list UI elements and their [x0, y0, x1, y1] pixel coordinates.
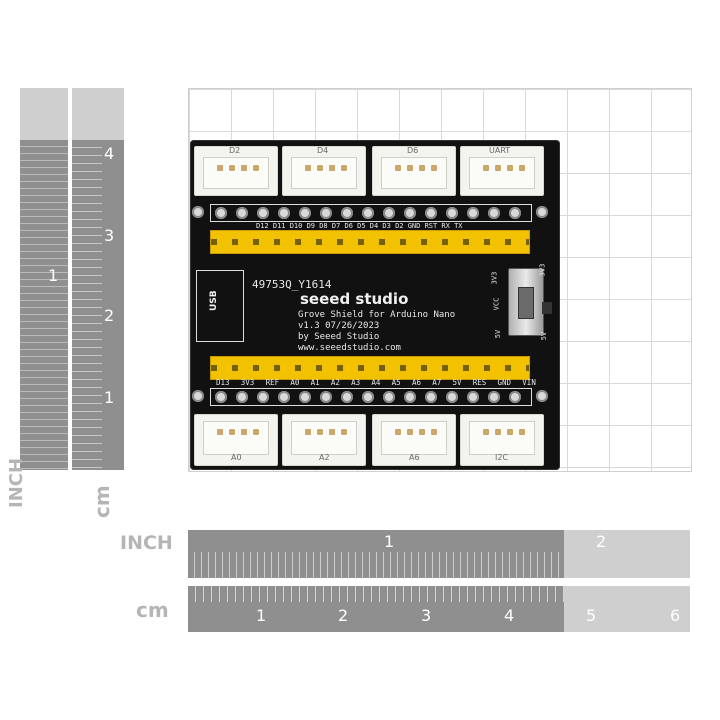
- grove-connector-uart: UART: [460, 146, 544, 196]
- h-cm-number-5: 5: [586, 606, 597, 625]
- v-cm-number-4: 4: [104, 144, 115, 163]
- bottom-pin-holes: [210, 388, 532, 406]
- v-cm-number-1: 1: [104, 388, 115, 407]
- h-inch-number-2: 2: [596, 532, 607, 551]
- by-line: by Seeed Studio: [298, 332, 380, 342]
- switch-label-right-5v: 5V: [540, 331, 549, 341]
- top-pin-holes: [210, 204, 532, 222]
- switch-label-right-3v3: 3V3: [538, 263, 547, 277]
- board-title: Grove Shield for Arduino Nano: [298, 310, 456, 320]
- horizontal-inch-ruler: 1: [188, 530, 564, 578]
- grove-connector-d4: D4: [282, 146, 366, 196]
- vertical-inch-label: INCH: [6, 457, 27, 508]
- v-inch-number: 1: [48, 266, 59, 285]
- pin-label: A5: [391, 378, 401, 387]
- pin-label: A6: [411, 378, 421, 387]
- connector-label: D4: [317, 146, 329, 155]
- grove-connector-a0: A0: [194, 414, 278, 466]
- v-cm-number-2: 2: [104, 306, 115, 325]
- connector-label: UART: [489, 146, 511, 155]
- usb-label: USB: [209, 290, 219, 311]
- pin-label: 5V: [452, 378, 462, 387]
- horizontal-cm-label: cm: [136, 598, 169, 622]
- pin-label: D13: [216, 378, 230, 387]
- connector-label: A2: [319, 453, 330, 462]
- h-cm-number-3: 3: [421, 606, 432, 625]
- switch-knob: [542, 302, 552, 314]
- vertical-cm-label: cm: [90, 485, 114, 518]
- h-cm-number-1: 1: [256, 606, 267, 625]
- connector-label: D2: [229, 146, 241, 155]
- bottom-pin-labels: D13 3V3 REF A0 A1 A2 A3 A4 A5 A6 A7 5V R…: [216, 378, 536, 387]
- connector-label: A0: [231, 453, 242, 462]
- pin-label: A1: [310, 378, 320, 387]
- h-inch-number-1: 1: [384, 532, 395, 551]
- v-cm-number-3: 3: [104, 226, 115, 245]
- grove-connector-i2c: I2C: [460, 414, 544, 466]
- connector-label: D6: [407, 146, 419, 155]
- switch-label-3v3: 3V3: [490, 271, 499, 285]
- mounting-hole: [192, 390, 204, 402]
- grove-connector-d6: D6: [372, 146, 456, 196]
- vertical-inch-ruler: 1: [20, 140, 68, 470]
- switch-label-vcc: VCC: [492, 297, 501, 311]
- pin-label: A3: [351, 378, 361, 387]
- connector-label: I2C: [495, 453, 509, 462]
- grove-connector-a6: A6: [372, 414, 456, 466]
- connector-label: A6: [409, 453, 420, 462]
- website: www.seeedstudio.com: [298, 343, 401, 353]
- horizontal-inch-ruler-light: 2: [564, 530, 690, 578]
- usb-outline: USB: [196, 270, 244, 342]
- vertical-cm-ruler-light: [72, 88, 124, 140]
- pin-label: GND: [497, 378, 512, 387]
- mounting-hole: [192, 206, 204, 218]
- bottom-female-header: [210, 356, 530, 380]
- top-female-header: [210, 230, 530, 254]
- mounting-hole: [536, 390, 548, 402]
- mounting-hole: [536, 206, 548, 218]
- top-pin-labels: D12 D11 D10 D9 D8 D7 D6 D5 D4 D3 D2 GND …: [256, 222, 463, 230]
- grove-connector-d2: D2: [194, 146, 278, 196]
- grove-shield-board: D2 D4 D6 UART D12 D11 D10 D9 D8 D7 D6 D5…: [190, 140, 560, 470]
- pin-label: RES: [472, 378, 487, 387]
- power-switch[interactable]: [508, 268, 544, 336]
- h-cm-number-4: 4: [504, 606, 515, 625]
- serial-number: 49753Q_Y1614: [252, 278, 332, 291]
- pin-label: A0: [290, 378, 300, 387]
- pin-label: REF: [265, 378, 280, 387]
- horizontal-cm-ruler: 1 2 3 4: [188, 586, 564, 632]
- grove-connector-a2: A2: [282, 414, 366, 466]
- brand-logo: seeed studio: [300, 290, 409, 308]
- vertical-inch-ruler-light: [20, 88, 68, 140]
- pin-label: A4: [371, 378, 381, 387]
- pin-label: A2: [330, 378, 340, 387]
- version-date: v1.3 07/26/2023: [298, 321, 380, 331]
- h-cm-number-6: 6: [670, 606, 681, 625]
- vertical-cm-ruler: 4 3 2 1: [72, 140, 124, 470]
- h-cm-number-2: 2: [338, 606, 349, 625]
- pin-label: 3V3: [240, 378, 255, 387]
- switch-label-5v: 5V: [494, 329, 503, 339]
- pin-label: VIN: [522, 378, 536, 387]
- horizontal-cm-ruler-light: 5 6: [564, 586, 690, 632]
- horizontal-inch-label: INCH: [120, 532, 173, 554]
- pin-label: A7: [432, 378, 442, 387]
